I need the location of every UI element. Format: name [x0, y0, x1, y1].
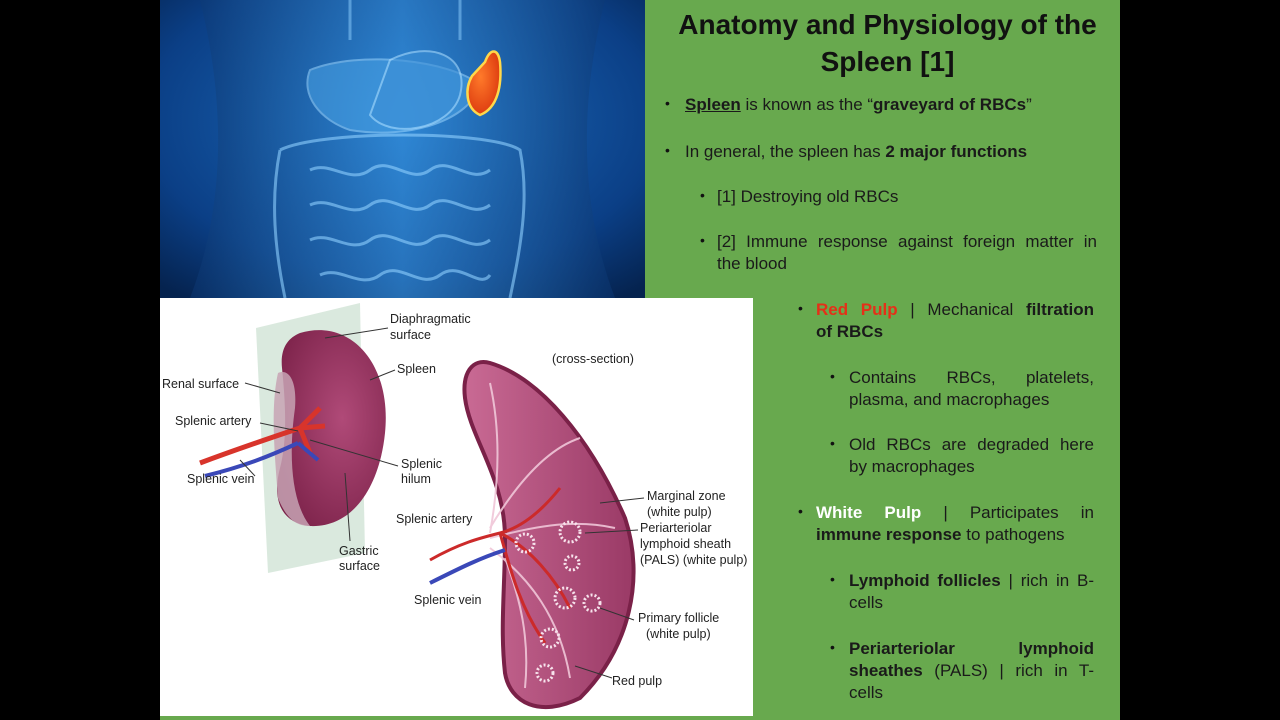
- label-renal-surface: Renal surface: [162, 377, 239, 391]
- bullet-dot: •: [830, 368, 835, 384]
- follicles-line-2: cells: [849, 593, 884, 612]
- label-splenic-artery-right: Splenic artery: [396, 512, 473, 526]
- bullet-old-rbcs: Old RBCs are degraded here by macrophage…: [849, 434, 1094, 478]
- red-pulp-term: Red Pulp: [816, 300, 898, 319]
- bullet-dot: •: [830, 639, 835, 655]
- label-pals-1: Periarteriolar: [640, 521, 712, 535]
- bullet-red-pulp: Red Pulp | Mechanical filtration of RBCs: [816, 299, 1094, 343]
- red-pulp-sep: | Mechanical: [897, 300, 1026, 319]
- label-spleen: Spleen: [397, 362, 436, 376]
- red-pulp-strong-1: filtration: [1026, 300, 1094, 319]
- label-cross-section: (cross-section): [552, 352, 634, 366]
- old-rbcs-line-2: by macrophages: [849, 457, 975, 476]
- bullet-destroying: [1] Destroying old RBCs: [717, 187, 899, 206]
- label-splenic-vein-right: Splenic vein: [414, 593, 481, 607]
- white-pulp-strong: immune response: [816, 525, 962, 544]
- pals-strong-1: Periarteriolar lymphoid: [849, 639, 1094, 658]
- slide: Diaphragmatic surface (cross-section) Re…: [160, 0, 1120, 720]
- quote-end: ”: [1026, 95, 1032, 114]
- label-diaphragmatic-1: Diaphragmatic: [390, 312, 471, 326]
- label-pals-2: lymphoid sheath: [640, 537, 731, 551]
- old-rbcs-line-1: Old RBCs are degraded here: [849, 435, 1094, 454]
- pals-line-3: cells: [849, 683, 884, 702]
- red-pulp-strong-2: of RBCs: [816, 322, 884, 341]
- contains-line-2: plasma, and macrophages: [849, 390, 1050, 409]
- bullet-dot: •: [665, 142, 670, 158]
- label-primary-follicle-1: Primary follicle: [638, 611, 719, 625]
- abdomen-anatomy-image: [160, 0, 645, 298]
- spleen-highlight: [466, 50, 502, 117]
- bullet-spleen: Spleen is known as the “graveyard of RBC…: [685, 94, 1110, 116]
- functions-strong: 2 major functions: [885, 142, 1028, 161]
- bullet-dot: •: [700, 232, 705, 248]
- label-marginal-1: Marginal zone: [647, 489, 726, 503]
- bullet-pals: Periarteriolar lymphoid sheathes (PALS) …: [849, 638, 1094, 704]
- bullet-dot: •: [665, 95, 670, 111]
- pals-strong-2: sheathes: [849, 661, 923, 680]
- follicles-strong: Lymphoid follicles: [849, 571, 1001, 590]
- label-gastric-1: Gastric: [339, 544, 379, 558]
- spleen-cross-section: [462, 360, 636, 709]
- follicles-rest: | rich in B-: [1000, 571, 1094, 590]
- bullet-dot: •: [798, 300, 803, 316]
- spleen-text: is known as the “: [740, 95, 874, 114]
- label-hilum-1: Splenic: [401, 457, 442, 471]
- bullet-dot: •: [700, 187, 705, 203]
- label-marginal-2: (white pulp): [647, 505, 712, 519]
- immune-line-1: [2] Immune response against foreign matt…: [717, 232, 1097, 251]
- spleen-term: Spleen: [685, 95, 741, 114]
- bullet-dot: •: [830, 435, 835, 451]
- bullet-white-pulp: White Pulp | Participates in immune resp…: [816, 502, 1094, 546]
- immune-line-2: the blood: [717, 254, 787, 273]
- title-line-2: Spleen [1]: [820, 46, 955, 77]
- pals-rest: (PALS) | rich in T-: [922, 661, 1094, 680]
- white-pulp-sep: | Participates in: [921, 503, 1095, 522]
- label-diaphragmatic-2: surface: [390, 328, 431, 342]
- slide-title: Anatomy and Physiology of the Spleen [1]: [655, 6, 1120, 80]
- white-pulp-end: to pathogens: [961, 525, 1065, 544]
- bullet-dot: •: [798, 503, 803, 519]
- svg-text:surface: surface: [390, 328, 431, 342]
- spleen-diagram: Diaphragmatic surface (cross-section) Re…: [160, 298, 753, 716]
- bullet-immune: [2] Immune response against foreign matt…: [717, 231, 1097, 275]
- label-hilum-2: hilum: [401, 472, 431, 486]
- label-pals-3: (PALS) (white pulp): [640, 553, 747, 567]
- white-pulp-term: White Pulp: [816, 503, 922, 522]
- bullet-functions: In general, the spleen has 2 major funct…: [685, 141, 1110, 163]
- functions-text: In general, the spleen has: [685, 142, 886, 161]
- bullet-contains: Contains RBCs, platelets, plasma, and ma…: [849, 367, 1094, 411]
- label-primary-follicle-2: (white pulp): [646, 627, 711, 641]
- graveyard-text: graveyard of RBCs: [873, 95, 1027, 114]
- label-red-pulp: Red pulp: [612, 674, 662, 688]
- bullet-lymphoid-follicles: Lymphoid follicles | rich in B- cells: [849, 570, 1094, 614]
- label-splenic-vein-left: Splenic vein: [187, 472, 254, 486]
- label-gastric-2: surface: [339, 559, 380, 573]
- label-splenic-artery-left: Splenic artery: [175, 414, 252, 428]
- contains-line-1: Contains RBCs, platelets,: [849, 368, 1094, 387]
- svg-text:Diaphragmatic: Diaphragmatic: [390, 312, 471, 326]
- bullet-dot: •: [830, 571, 835, 587]
- title-line-1: Anatomy and Physiology of the: [678, 9, 1097, 40]
- spleen-external: [277, 330, 386, 527]
